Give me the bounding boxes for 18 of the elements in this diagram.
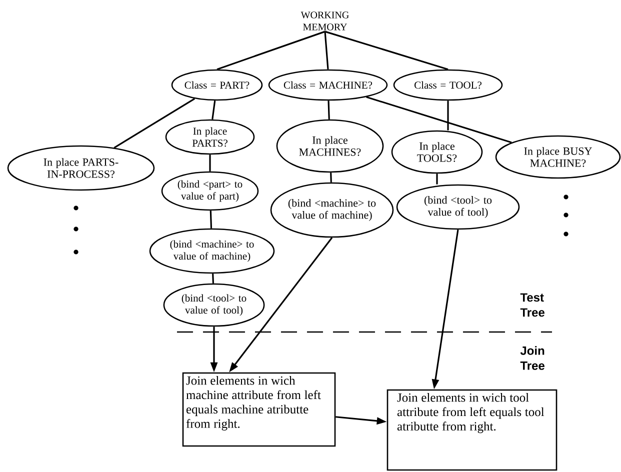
connector <box>114 98 196 148</box>
connector <box>209 154 211 172</box>
connector <box>324 32 329 70</box>
connector <box>328 100 330 120</box>
connector <box>447 100 449 130</box>
heading-text: WORKING MEMORY <box>300 12 349 30</box>
connector <box>216 30 326 70</box>
join-box: Join elements in wich machine attribute from left equals machine atributte from right. <box>182 372 336 447</box>
section-label: Test Tree <box>520 293 544 317</box>
connector <box>210 210 212 228</box>
connector <box>436 174 438 184</box>
connector <box>366 96 512 144</box>
connector <box>324 30 448 70</box>
section-label: Join Tree <box>520 346 544 370</box>
join-box: Join elements in wich tool attribute from left equals tool atributte from right. <box>386 389 558 471</box>
connector <box>212 100 216 120</box>
connector <box>330 172 332 182</box>
connector <box>212 274 214 284</box>
